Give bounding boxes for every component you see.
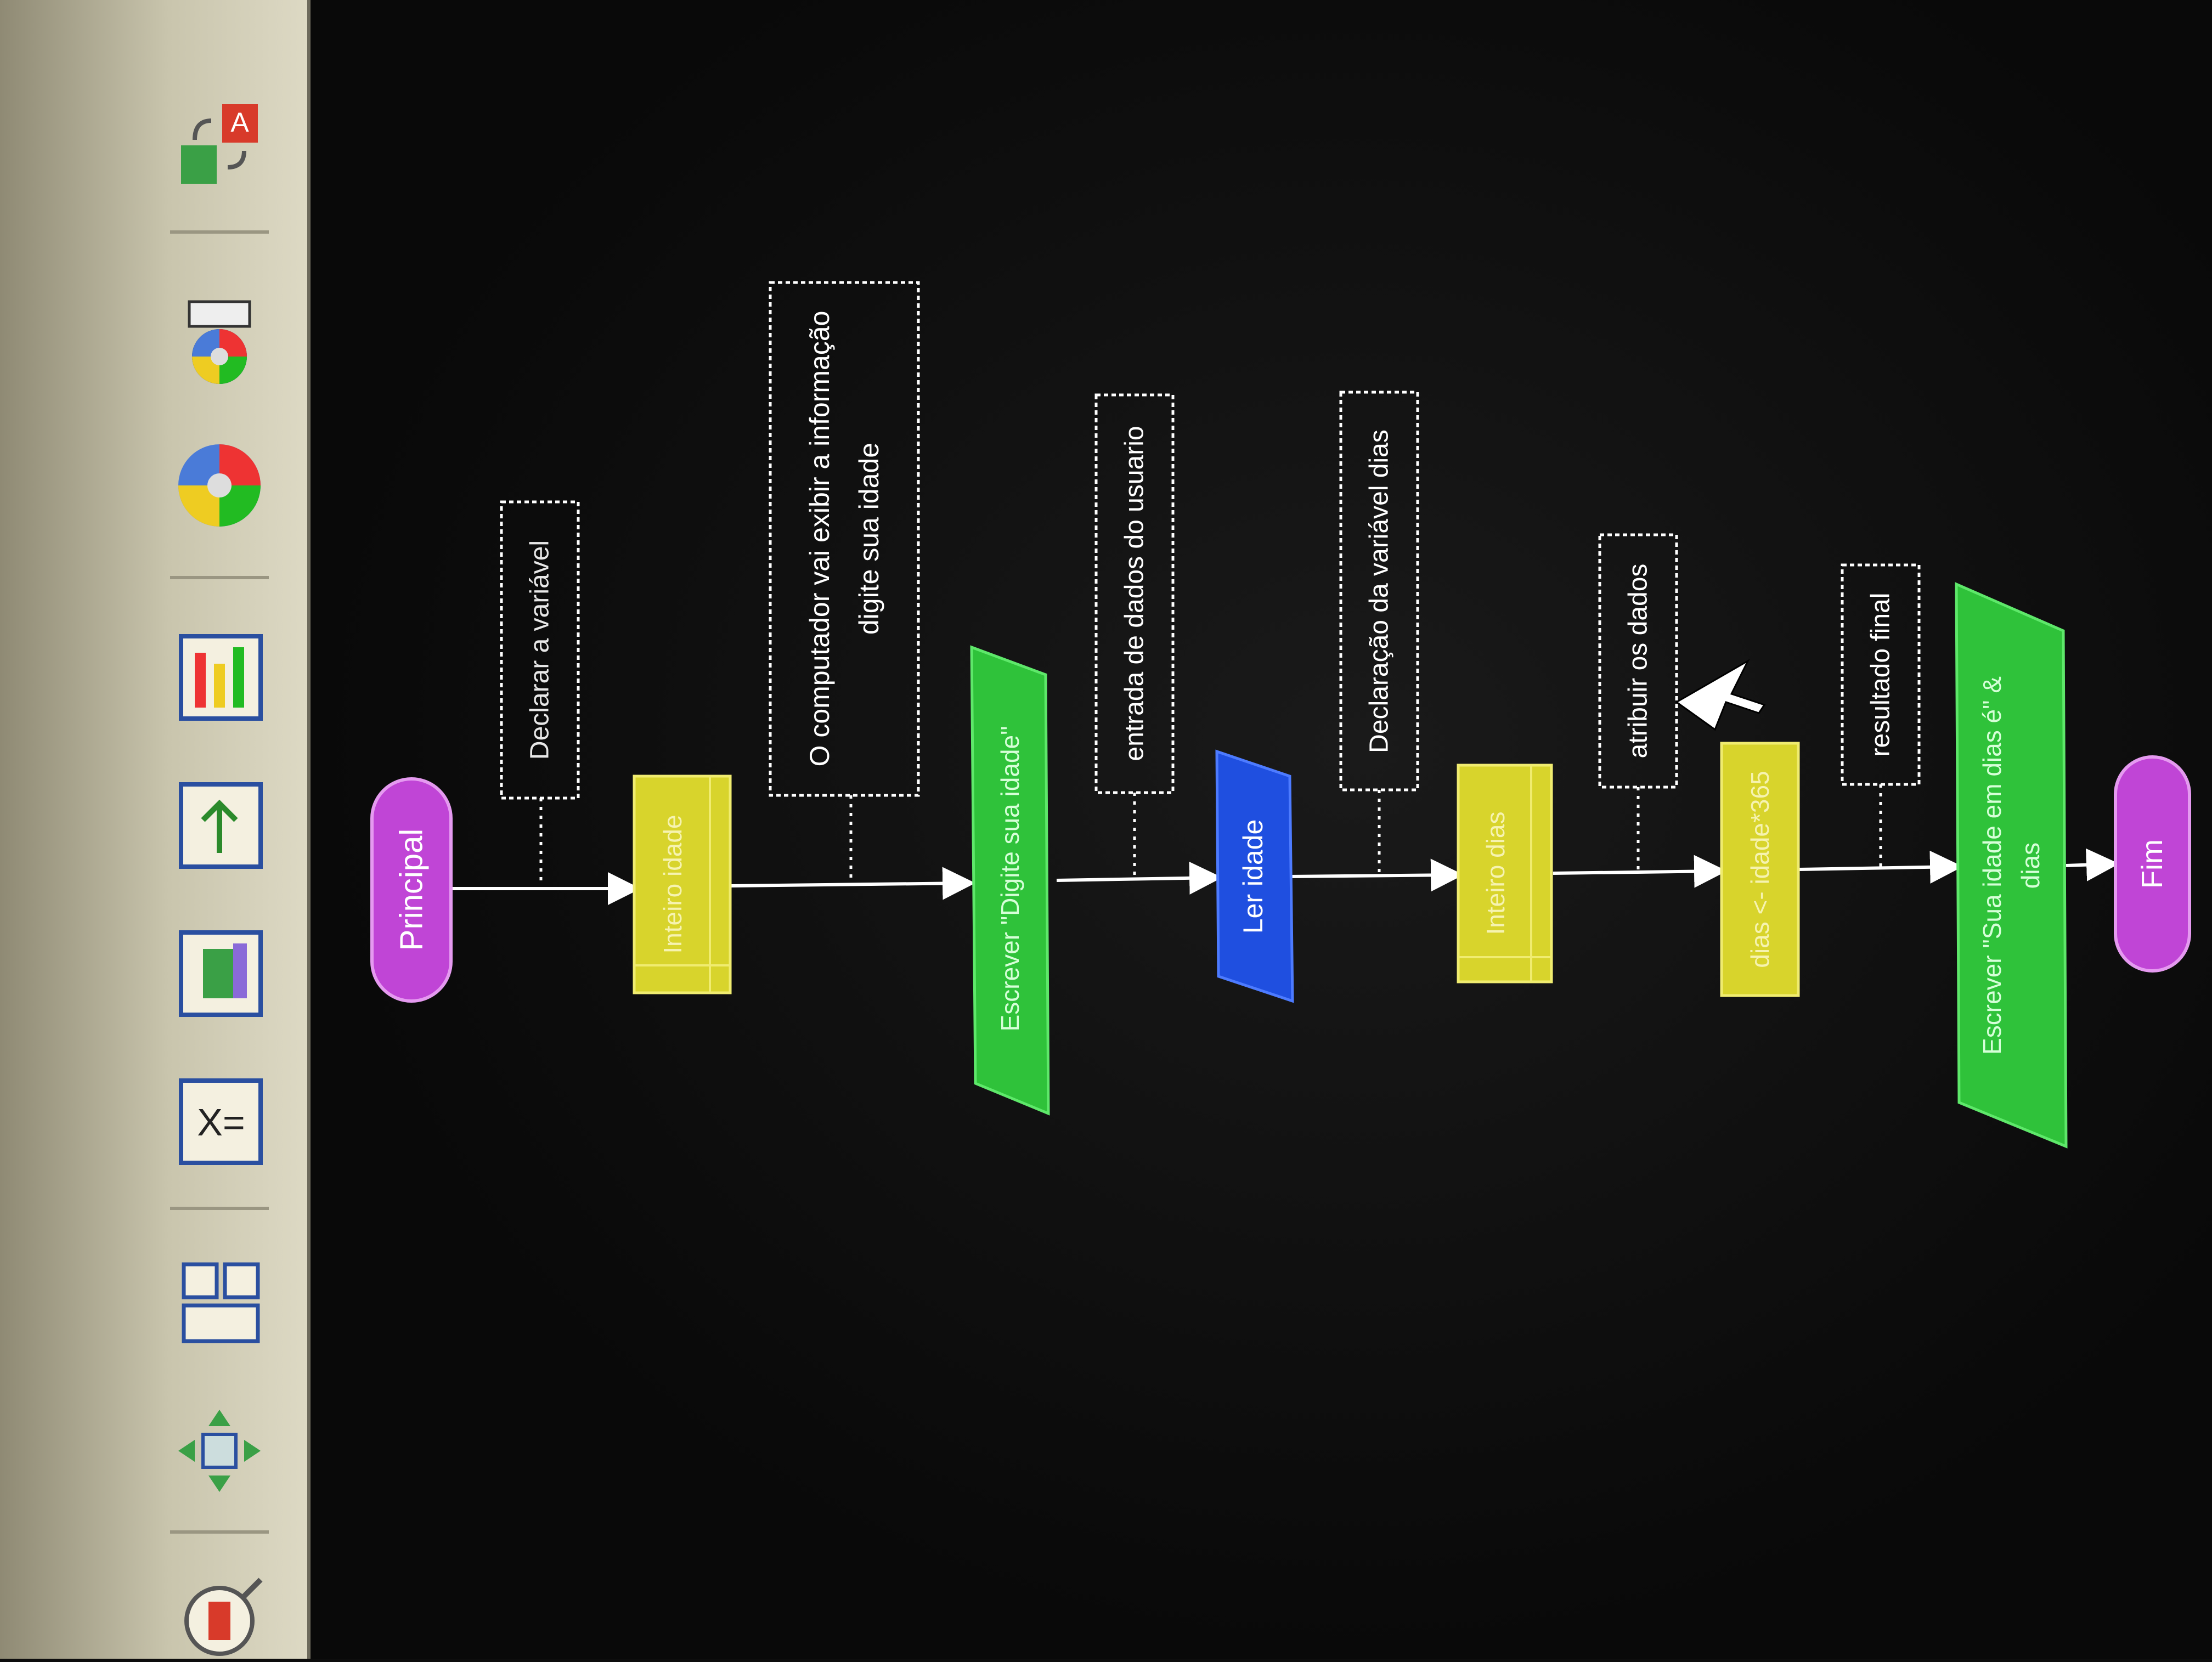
declare-dias-label: Inteiro dias	[1481, 811, 1510, 935]
assign-dias-node[interactable]	[1720, 742, 1800, 997]
connector-3	[1056, 861, 1222, 895]
start-terminal[interactable]	[370, 777, 453, 1003]
comment-box-6[interactable]	[1841, 563, 1921, 786]
output-digite-label: Escrever "Digite sua idade"	[996, 726, 1024, 1032]
grid-layout-icon[interactable]	[165, 1256, 274, 1349]
start-terminal-label: Principal	[393, 828, 430, 951]
declare-dias-node[interactable]	[1457, 764, 1553, 983]
comment-label-2: O computador vai exibir a informação dig…	[804, 310, 884, 767]
stop-icon[interactable]	[165, 1569, 274, 1662]
comment-label-5: atribuir os dados	[1623, 563, 1653, 759]
layout-blocks-icon[interactable]	[165, 927, 274, 1020]
end-terminal[interactable]	[2114, 755, 2191, 973]
output-final-label: Escrever "Sua idade em dias é" & dias	[1978, 676, 2045, 1055]
comment-label-4: Declaração da variável dias	[1364, 429, 1394, 753]
connector-4	[1289, 858, 1464, 892]
color-palette-icon[interactable]	[165, 439, 274, 532]
comment-box-1[interactable]	[500, 500, 580, 800]
flowchart-canvas: Principal Declarar a variável O computad…	[311, 0, 2212, 1659]
toolbar-glyph-a: A	[230, 107, 249, 138]
arrow-up-icon[interactable]	[165, 779, 274, 872]
toolbar-glyph-x: X=	[197, 1101, 245, 1144]
toolbar: A	[0, 0, 311, 1659]
connector-5	[1553, 855, 1727, 888]
input-ler-idade-node[interactable]	[1215, 749, 1294, 1003]
flowchart-svg	[370, 281, 2191, 1149]
color-palette-width-icon[interactable]	[165, 296, 274, 389]
replace-text-icon[interactable]: A	[165, 99, 274, 192]
connector-6	[1798, 850, 1963, 884]
input-ler-idade-label: Ler idade	[1238, 819, 1268, 934]
mouse-cursor-icon	[1675, 659, 1766, 731]
comment-box-5[interactable]	[1598, 533, 1678, 789]
comment-box-4[interactable]	[1339, 391, 1419, 792]
comment-box-3[interactable]	[1094, 393, 1175, 794]
output-digite-node[interactable]	[970, 645, 1050, 1116]
connector-2	[730, 867, 975, 900]
comment-label-3: entrada de dados do usuario	[1120, 426, 1149, 761]
move-arrows-icon[interactable]	[165, 1404, 274, 1497]
connector-7	[2066, 848, 2119, 881]
variables-icon[interactable]: X=	[165, 1075, 274, 1168]
comment-label-6: resultado final	[1866, 592, 1895, 757]
declare-idade-label: Inteiro idade	[658, 815, 687, 954]
bar-chart-icon[interactable]	[165, 631, 274, 724]
end-terminal-label: Fim	[2136, 839, 2169, 889]
output-final-node[interactable]	[1955, 582, 2068, 1149]
assign-dias-label: dias <- idade*365	[1746, 771, 1774, 968]
comment-label-1: Declarar a variável	[525, 540, 555, 760]
declare-idade-node[interactable]	[633, 775, 732, 994]
